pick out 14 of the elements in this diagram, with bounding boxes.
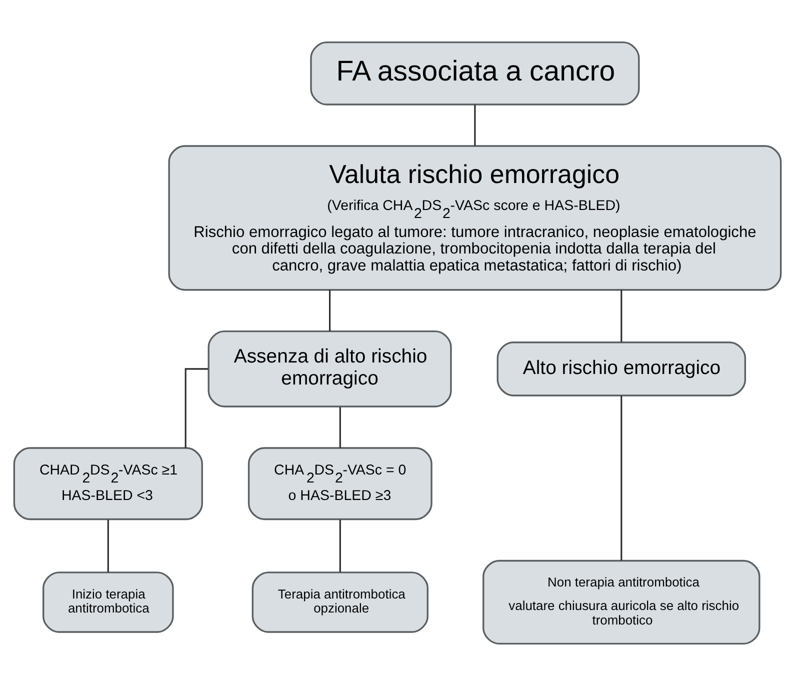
node-box: Terapia antitrombotica opzionale <box>251 571 428 632</box>
connector <box>184 368 208 448</box>
connector <box>474 104 476 146</box>
connector <box>620 289 622 342</box>
node-box: FA associata a cancro <box>310 40 640 105</box>
node-box: Inizio terapia antitrombotica <box>42 571 174 632</box>
node-box: Assenza di alto rischio emorragico <box>207 330 452 407</box>
connector <box>328 289 330 331</box>
node-box: Alto rischio emorragico <box>496 341 746 396</box>
connector <box>338 519 340 572</box>
connector <box>106 519 108 572</box>
connector <box>620 395 622 560</box>
node-box: Non terapia antitrombotica valutare chiusura auricola se alto rischio trombotico <box>482 559 760 644</box>
connector <box>338 406 340 448</box>
